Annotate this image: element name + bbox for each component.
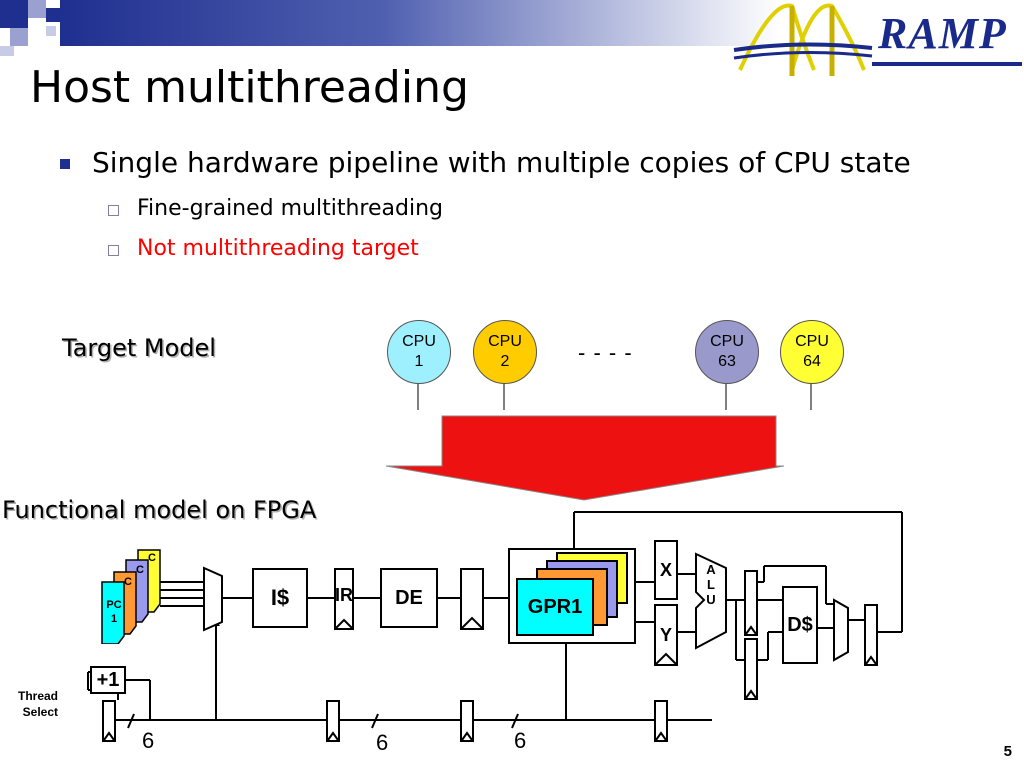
pc-copy-1	[101, 581, 125, 644]
functional-model-label: Functional model on FPGA	[2, 496, 317, 524]
thread-pipe-register	[460, 700, 474, 742]
thread-pipe-register	[326, 700, 340, 742]
cpu-number: 64	[803, 353, 821, 370]
bullet-sub-1-text: Fine-grained multithreading	[137, 196, 443, 221]
thread-increment: +1	[90, 666, 126, 694]
bullet-main-text: Single hardware pipeline with multiple c…	[92, 146, 911, 179]
writeback-register	[864, 604, 878, 666]
pc-1-label: PC 1	[102, 598, 126, 626]
cpu-number: 2	[500, 353, 510, 370]
writeback-mux	[833, 598, 849, 662]
cpu-number: 1	[414, 353, 424, 370]
slide-title: Host multithreading	[30, 62, 469, 113]
alu-result-register	[744, 570, 758, 636]
cpu-label: CPU	[710, 333, 744, 350]
thread-label: Thread	[17, 689, 58, 703]
instruction-cache: I$	[252, 568, 308, 628]
page-number: 5	[1003, 743, 1012, 760]
pc-layer-label: C	[136, 564, 144, 576]
cpu-label: CPU	[488, 333, 522, 350]
cpu-63-circle: CPU 63	[695, 320, 759, 384]
mapping-arrow	[385, 415, 785, 501]
bullet-square-icon	[60, 159, 70, 169]
decode-stage: DE	[380, 568, 438, 628]
clock-icon	[865, 655, 877, 665]
clock-icon	[327, 731, 339, 741]
x-operand-register: X	[654, 540, 678, 600]
thread-pipe-register	[654, 700, 668, 742]
alu-label: A L U	[704, 562, 718, 607]
bus-width-label: 6	[376, 730, 389, 755]
clock-icon	[655, 731, 667, 741]
alu	[695, 552, 727, 650]
pc-layer-label: C	[148, 552, 156, 564]
clock-icon	[461, 731, 473, 741]
bullet-sub-2-text: Not multithreading target	[137, 236, 419, 261]
cpu-1-circle: CPU 1	[387, 320, 451, 384]
bullet-sub-1: Fine-grained multithreading	[108, 196, 508, 224]
bullet-sub-2: Not multithreading target	[108, 236, 508, 264]
bus-width-label: 6	[514, 728, 527, 753]
cpu-64-circle: CPU 64	[780, 320, 844, 384]
cpu-2-circle: CPU 2	[473, 320, 537, 384]
data-cache: D$	[782, 586, 818, 664]
store-data-register	[744, 638, 758, 700]
decode-register	[460, 568, 484, 630]
cpu-label: CPU	[402, 333, 436, 350]
bus-width-label: 6	[142, 728, 155, 753]
alu-letter: A	[706, 562, 716, 577]
y-operand-register: Y	[654, 604, 678, 666]
thread-select-register	[102, 700, 116, 742]
ramp-logo-text: RAMP	[878, 9, 1007, 58]
instruction-register: IR	[334, 568, 354, 630]
pc-layer-label: C	[124, 576, 132, 588]
clock-icon	[335, 618, 353, 629]
clock-icon	[655, 652, 677, 665]
thread-select-label: Thread Select	[4, 688, 58, 720]
alu-letter: L	[707, 577, 715, 592]
pc-mux	[203, 566, 223, 632]
title-bar	[60, 0, 780, 46]
gpr-register-file: GPR1	[516, 578, 594, 636]
hollow-square-icon	[108, 245, 119, 256]
pc-state-stack	[101, 549, 161, 644]
select-label: Select	[22, 705, 58, 719]
cpu-number: 63	[718, 353, 736, 370]
clock-icon	[103, 731, 115, 741]
alu-letter: U	[706, 592, 716, 607]
clock-icon	[745, 625, 757, 635]
hollow-square-icon	[108, 205, 119, 216]
cpu-label: CPU	[795, 333, 829, 350]
ir-label: IR	[335, 584, 353, 605]
ramp-logo: RAMP	[732, 0, 1024, 84]
bullet-main: Single hardware pipeline with multiple c…	[60, 146, 980, 182]
clock-icon	[745, 689, 757, 699]
pc-text: PC	[106, 599, 122, 611]
target-model-label: Target Model	[62, 334, 216, 362]
clock-icon	[461, 616, 483, 629]
pc-index: 1	[110, 613, 118, 625]
cpu-ellipsis: - - - -	[578, 340, 633, 365]
